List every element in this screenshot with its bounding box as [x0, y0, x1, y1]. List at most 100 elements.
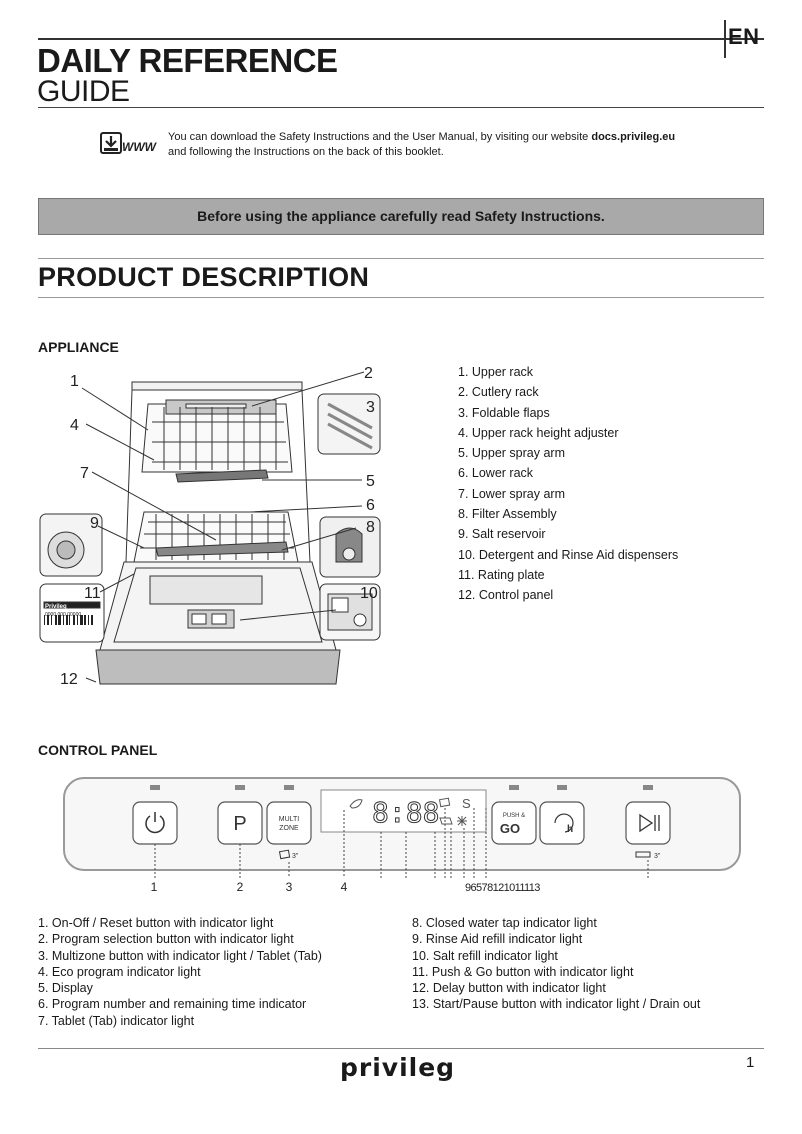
tablet-indicator-icon [438, 797, 451, 808]
list-item: 4. Eco program indicator light [38, 964, 201, 979]
indicator-light [643, 785, 653, 790]
power-button[interactable] [132, 801, 178, 845]
delay-icon [554, 813, 574, 833]
tablet-icon [278, 849, 291, 860]
indicator-light [235, 785, 245, 790]
callout-8: 8 [366, 519, 375, 536]
multizone-button[interactable] [266, 801, 312, 845]
rating-plate-brand: Privileg [45, 604, 67, 610]
callout-12: 12 [60, 671, 78, 688]
control-panel-diagram: P MULTI ZONE 3" 8:88 S PUSH & GO h 3" 1 … [63, 777, 741, 894]
callout-1: 1 [70, 373, 79, 390]
safety-notice: Before using the appliance carefully rea… [38, 198, 764, 235]
footer-rule [38, 1048, 764, 1049]
parts-list: 1. Upper rack 2. Cutlery rack 3. Foldabl… [458, 362, 678, 606]
display-digits: 8:88 [372, 796, 439, 829]
delay-label: h [567, 824, 573, 835]
drain-icon [635, 851, 651, 858]
multizone-sub: 3" [292, 853, 299, 860]
multizone-label-2: ZONE [279, 825, 299, 832]
title-rule [38, 107, 764, 108]
delay-button[interactable] [539, 801, 585, 845]
section-title: PRODUCT DESCRIPTION [38, 262, 370, 292]
callout-3: 3 [366, 399, 375, 416]
list-item: 7. Tablet (Tab) indicator light [38, 1013, 195, 1028]
panel-callout-cluster: 96578121011113 [465, 882, 540, 894]
rinse-aid-icon [439, 817, 453, 825]
download-note: You can download the Safety Instructions… [168, 130, 768, 160]
list-item: 4. Upper rack height adjuster [458, 425, 619, 440]
list-item: 9. Rinse Aid refill indicator light [412, 932, 583, 947]
list-item: 7. Lower spray arm [458, 486, 565, 501]
push-go-button[interactable] [491, 801, 537, 845]
panel-callout-2: 2 [237, 880, 244, 894]
top-rule [38, 38, 764, 40]
drain-sub: 3" [654, 853, 661, 860]
page-title-line2: GUIDE [37, 75, 130, 108]
list-item: 1. Upper rack [458, 365, 534, 379]
rating-plate-code: 0000 000 00000 [45, 612, 81, 618]
callout-4: 4 [70, 417, 79, 434]
list-item: 12. Control panel [458, 588, 554, 603]
page-number: 1 [746, 1054, 755, 1071]
download-www-icon: WWW [100, 132, 158, 154]
start-pause-button[interactable] [625, 801, 671, 845]
callout-11: 11 [84, 585, 101, 602]
list-item: 9. Salt reservoir [458, 527, 546, 542]
callout-2: 2 [364, 365, 373, 382]
download-note-text: You can download the Safety Instructions… [168, 131, 592, 143]
section-rule-top [38, 258, 764, 259]
indicator-light [284, 785, 294, 790]
power-icon [145, 812, 165, 834]
list-item: 11. Push & Go button with indicator ligh… [412, 964, 634, 979]
control-panel-heading: CONTROL PANEL [38, 742, 158, 758]
language-code: EN [728, 24, 760, 49]
panel-callout-4: 4 [341, 880, 348, 894]
section-rule-bottom [38, 297, 764, 298]
push-go-label-1: PUSH & [503, 813, 525, 819]
push-go-label-2: GO [500, 821, 520, 836]
indicator-light [557, 785, 567, 790]
display-s: S [462, 796, 471, 811]
panel-callout-3: 3 [286, 880, 293, 894]
list-item: 6. Program number and remaining time ind… [38, 997, 307, 1012]
callout-5: 5 [366, 473, 375, 490]
multizone-label-1: MULTI [279, 816, 300, 823]
callout-6: 6 [366, 497, 375, 514]
language-divider [724, 20, 726, 58]
indicator-light [150, 785, 160, 790]
play-pause-icon [639, 813, 660, 833]
list-item: 8. Filter Assembly [458, 507, 557, 522]
list-item: 12. Delay button with indicator light [412, 981, 606, 996]
control-panel-legend-right: 8. Closed water tap indicator light 9. R… [412, 915, 700, 1013]
list-item: 8. Closed water tap indicator light [412, 916, 597, 930]
list-item: 5. Display [38, 981, 93, 996]
list-item: 13. Start/Pause button with indicator li… [412, 997, 701, 1012]
salt-icon [457, 816, 467, 826]
list-item: 3. Multizone button with indicator light… [38, 948, 322, 963]
list-item: 3. Foldable flaps [458, 405, 550, 420]
callout-7: 7 [80, 465, 89, 482]
list-item: 2. Cutlery rack [458, 385, 539, 400]
svg-text:WWW: WWW [122, 140, 158, 154]
program-label: P [233, 813, 246, 835]
brand-logo: privileg [340, 1053, 456, 1082]
eco-leaf-icon [349, 799, 363, 809]
list-item: 5. Upper spray arm [458, 446, 565, 461]
control-panel-legend-left: 1. On-Off / Reset button with indicator … [38, 915, 322, 1029]
list-item: 6. Lower rack [458, 466, 534, 481]
list-item: 2. Program selection button with indicat… [38, 932, 294, 947]
list-item: 1. On-Off / Reset button with indicator … [38, 916, 274, 930]
list-item: 11. Rating plate [458, 567, 545, 582]
callout-10: 10 [360, 585, 378, 602]
list-item: 10. Detergent and Rinse Aid dispensers [458, 547, 679, 562]
list-item: 10. Salt refill indicator light [412, 948, 558, 963]
callout-9: 9 [90, 515, 99, 532]
panel-callout-1: 1 [151, 880, 158, 894]
page-title-line1: DAILY REFERENCE [37, 42, 338, 79]
website-link[interactable]: docs.privileg.eu [591, 131, 676, 143]
dishwasher-illustration: 1 2 3 4 5 6 7 8 9 10 11 12 Privileg 0000… [39, 365, 381, 688]
appliance-heading: APPLIANCE [38, 339, 119, 355]
indicator-light [509, 785, 519, 790]
download-note-text-2: and following the Instructions on the ba… [168, 146, 444, 158]
